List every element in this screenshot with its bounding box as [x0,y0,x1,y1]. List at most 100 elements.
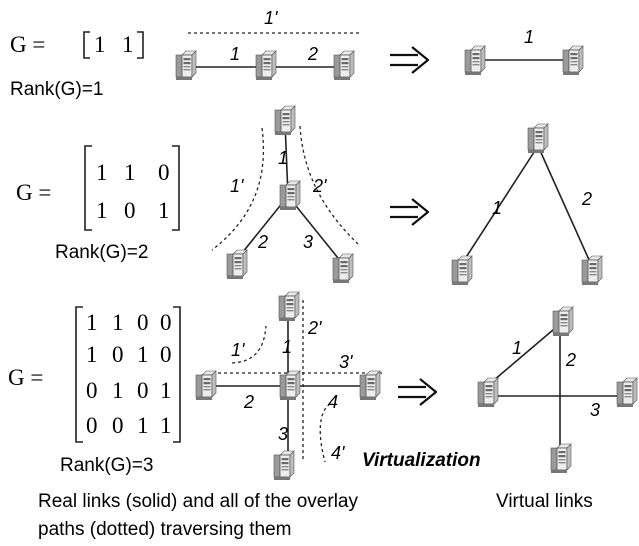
row3-virtual-network: 1 2 3 [477,306,638,474]
row3-matrix-cell: 0 [112,413,124,438]
row3-matrix-cell: 1 [160,378,172,403]
server-tower-icon [278,291,300,322]
server-tower-icon [274,105,296,136]
server-tower-icon [464,45,486,76]
row3-matrix-cell: 1 [86,310,98,335]
caption-real-links-line2: paths (dotted) traversing them [38,519,291,540]
row2-matrix-cell: 0 [158,160,170,185]
server-tower-icon [226,249,248,280]
row3-left-bracket [75,306,83,443]
server-tower-icon [273,450,295,481]
implies-arrow-icon [388,45,430,75]
row2-matrix-cell: 1 [124,160,136,185]
row2-matrix-cell: 1 [96,198,108,223]
row3-real-link-label: 1 [282,337,292,357]
row1-g-symbol: G = [10,32,45,57]
row3-overlay-label: 1' [231,340,245,360]
row2-overlay-path [299,125,359,245]
row3-matrix-cell: 1 [86,342,98,367]
row3-overlay-label: 2' [307,318,322,338]
row2-virtual-link-label: 1 [492,198,502,218]
row2-real-link-label: 1 [278,148,288,168]
row3-g-symbol: G = [8,365,43,390]
row2-matrix: G = 1 1 0 1 0 1 [16,145,180,231]
row3-matrix-cell: 1 [112,310,124,335]
implies-arrow-icon [396,377,438,407]
row2-overlay-label: 2' [312,176,327,196]
server-tower-icon [195,370,217,401]
row3-matrix-cell: 1 [160,413,172,438]
row3-rank: Rank(G)=3 [60,455,153,476]
row2-right-bracket [172,145,180,231]
row3-real-link-label: 3 [278,424,288,444]
row3-matrix-cell: 1 [112,378,124,403]
caption-real-links-line1: Real links (solid) and all of the overla… [38,491,358,512]
server-tower-icon [279,180,301,211]
row2-virtual-link [537,145,591,263]
row1-virtual-network: 1 [464,27,584,76]
server-tower-icon [581,255,603,286]
row1-real-network: 1' 1 2 [175,8,362,81]
row2-real-link [237,195,289,259]
row3-matrix: G = 1 1 0 0 1 0 1 0 0 1 0 1 0 0 1 1 [8,306,181,443]
server-tower-icon [527,123,549,154]
row3-real-link-label: 4 [328,392,338,412]
row1-overlay-label: 1' [264,8,278,28]
row3-overlay-label: 4' [331,443,345,463]
row3-virtual-link-label: 1 [512,338,522,358]
row3-matrix-cell: 0 [86,413,98,438]
server-tower-icon [279,370,301,401]
row1-rank: Rank(G)=1 [10,79,103,100]
row2-real-network: 1' 2' 1 2 3 [211,105,359,284]
row2-matrix-cell: 1 [158,198,170,223]
row3-matrix-cell: 0 [86,378,98,403]
row1-virtual-link-label: 1 [524,27,534,47]
implies-arrow-icon [388,197,430,227]
row3-matrix-cell: 0 [137,378,149,403]
row1-matrix-cell: 1 [94,32,106,57]
row3-overlay-label: 3' [339,352,353,372]
caption-virtual-links: Virtual links [496,491,593,512]
row3-matrix-cell: 1 [137,342,149,367]
row2-virtual-link-label: 2 [581,189,592,209]
row2-overlay-label: 1' [230,176,244,196]
virtualization-label: Virtualization [362,450,481,471]
row3-virtual-link [486,323,561,387]
row2-matrix-cell: 1 [96,160,108,185]
row2-virtual-network: 1 2 [451,123,603,286]
row2-left-bracket [84,145,92,231]
row2-rank: Rank(G)=2 [55,242,148,263]
server-tower-icon [175,50,197,81]
row2-real-link-label: 3 [303,232,313,252]
row3-virtual-link-label: 3 [590,400,600,420]
row3-matrix-cell: 0 [112,342,124,367]
row1-real-link-label: 1 [230,44,240,64]
server-tower-icon [451,255,473,286]
server-tower-icon [616,377,638,408]
row1-matrix-cell: 1 [122,32,134,57]
row2-overlay-path [211,127,265,251]
server-tower-icon [333,50,355,81]
server-tower-icon [552,306,574,337]
server-tower-icon [332,253,354,284]
server-tower-icon [562,45,584,76]
row1-real-link-label: 2 [307,44,318,64]
row3-real-network: 1' 2' 3' 4' 1 2 3 4 [195,291,382,481]
row3-virtual-link-label: 2 [565,350,576,370]
server-tower-icon [477,377,499,408]
row3-matrix-cell: 0 [160,310,172,335]
row2-real-link-label: 2 [257,232,268,252]
row2-g-symbol: G = [16,180,51,205]
row3-overlay-path [319,403,331,463]
row3-real-link-label: 2 [243,392,254,412]
server-tower-icon [359,370,381,401]
row1-matrix: G = 1 1 [10,31,144,59]
server-tower-icon [550,443,572,474]
row3-matrix-cell: 1 [137,413,149,438]
row1-right-bracket [137,31,144,59]
row3-matrix-cell: 0 [160,342,172,367]
row2-matrix-cell: 0 [124,198,136,223]
row3-right-bracket [173,306,181,443]
row3-overlay-path [231,325,267,364]
